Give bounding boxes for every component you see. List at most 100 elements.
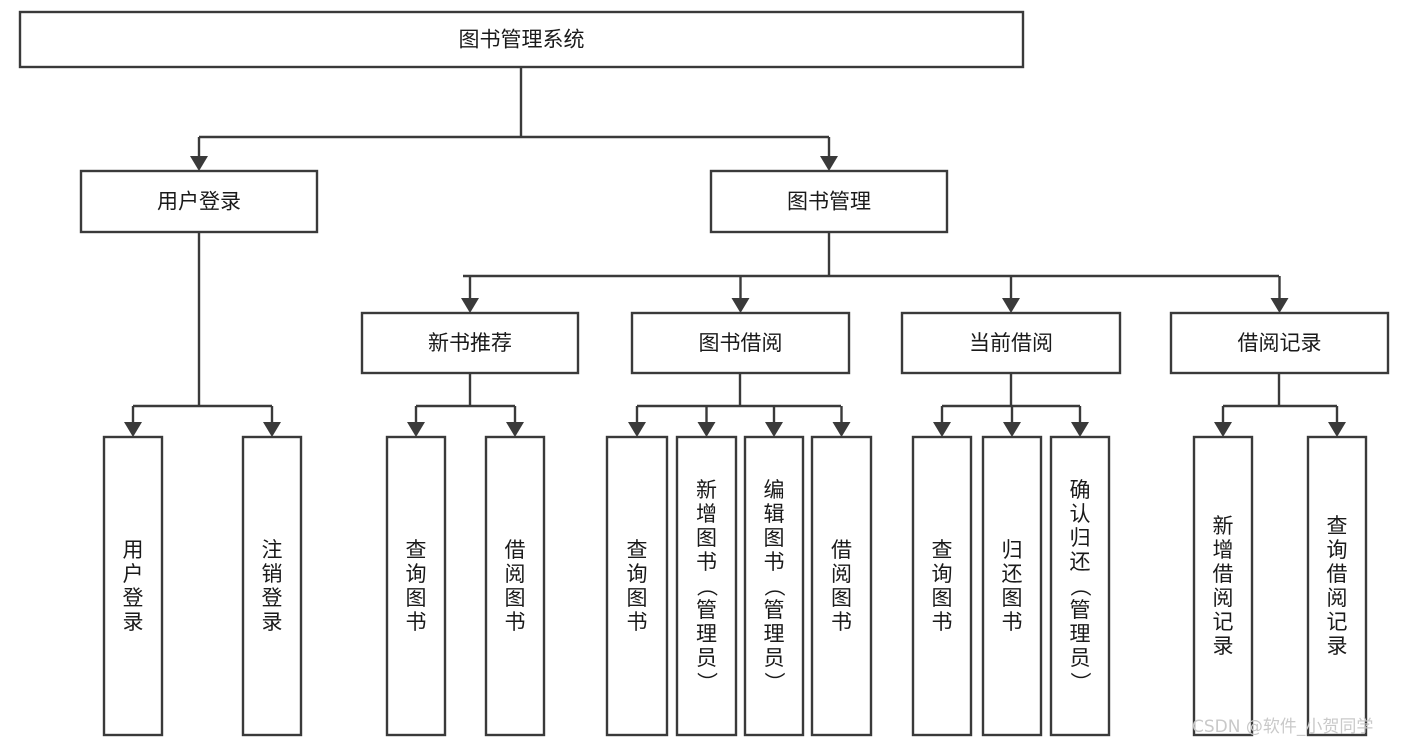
svg-text:）: ） bbox=[695, 672, 719, 693]
svg-text:记: 记 bbox=[1213, 610, 1234, 634]
svg-text:图: 图 bbox=[831, 586, 852, 610]
svg-text:用: 用 bbox=[123, 538, 144, 562]
svg-text:）: ） bbox=[1068, 672, 1092, 693]
svg-text:图: 图 bbox=[406, 586, 427, 610]
level2-node-0[interactable]: 用户登录 bbox=[79, 169, 319, 234]
node-box[interactable] bbox=[1169, 311, 1390, 375]
svg-text:询: 询 bbox=[627, 562, 648, 586]
node-label: 图书管理系统 bbox=[459, 28, 585, 52]
svg-text:书: 书 bbox=[764, 550, 785, 574]
level3-node-1[interactable]: 图书借阅 bbox=[630, 311, 851, 375]
svg-text:图: 图 bbox=[627, 586, 648, 610]
leaf-node-0[interactable]: 用户登录 bbox=[102, 435, 164, 737]
node-box[interactable] bbox=[1192, 435, 1254, 737]
arrow-head-icon bbox=[1214, 422, 1232, 437]
connector-layer bbox=[124, 67, 1346, 437]
node-box[interactable] bbox=[911, 435, 973, 737]
svg-text:员: 员 bbox=[1070, 646, 1091, 670]
arrow-head-icon bbox=[697, 422, 716, 437]
svg-text:查: 查 bbox=[932, 538, 953, 562]
svg-text:录: 录 bbox=[1327, 634, 1348, 658]
svg-text:（: （ bbox=[762, 576, 786, 597]
level2-node-1[interactable]: 图书管理 bbox=[709, 169, 949, 234]
node-box[interactable] bbox=[360, 311, 580, 375]
node-box[interactable] bbox=[484, 435, 546, 737]
level3-node-0[interactable]: 新书推荐 bbox=[360, 311, 580, 375]
svg-text:图: 图 bbox=[1002, 586, 1023, 610]
svg-text:录: 录 bbox=[1213, 634, 1234, 658]
node-box[interactable] bbox=[18, 10, 1025, 69]
node-box[interactable] bbox=[900, 311, 1122, 375]
svg-text:录: 录 bbox=[262, 610, 283, 634]
svg-text:书: 书 bbox=[505, 610, 526, 634]
node-label: 新书推荐 bbox=[428, 331, 512, 355]
node-label: 当前借阅 bbox=[969, 331, 1053, 355]
node-box[interactable] bbox=[385, 435, 447, 737]
node-box[interactable] bbox=[1306, 435, 1368, 737]
node-box[interactable] bbox=[102, 435, 164, 737]
arrow-head-icon bbox=[461, 298, 479, 313]
arrow-head-icon bbox=[124, 422, 142, 437]
svg-text:增: 增 bbox=[696, 502, 717, 526]
svg-text:阅: 阅 bbox=[1213, 586, 1234, 610]
node-box[interactable] bbox=[1049, 435, 1111, 737]
svg-text:书: 书 bbox=[932, 610, 953, 634]
node-box[interactable] bbox=[981, 435, 1043, 737]
level3-node-3[interactable]: 借阅记录 bbox=[1169, 311, 1390, 375]
root-node-book-management-system[interactable]: 图书管理系统 bbox=[18, 10, 1025, 69]
arrow-head-icon bbox=[190, 156, 208, 171]
node-label: 用户登录 bbox=[157, 190, 241, 214]
svg-text:增: 增 bbox=[1213, 538, 1234, 562]
node-box[interactable] bbox=[675, 435, 738, 737]
svg-text:管: 管 bbox=[1070, 598, 1091, 622]
node-box[interactable] bbox=[709, 169, 949, 234]
svg-text:图: 图 bbox=[932, 586, 953, 610]
arrow-head-icon bbox=[765, 422, 783, 437]
svg-text:借: 借 bbox=[831, 538, 852, 562]
svg-text:理: 理 bbox=[1070, 622, 1091, 646]
svg-text:书: 书 bbox=[831, 610, 852, 634]
csdn-watermark: CSDN @软件_小贺同学 bbox=[1192, 717, 1373, 737]
node-box[interactable] bbox=[79, 169, 319, 234]
svg-text:图: 图 bbox=[696, 526, 717, 550]
node-label: 图书借阅 bbox=[699, 331, 783, 355]
arrow-head-icon bbox=[933, 422, 951, 437]
svg-text:阅: 阅 bbox=[831, 562, 852, 586]
svg-text:查: 查 bbox=[1327, 514, 1348, 538]
node-box[interactable] bbox=[743, 435, 805, 737]
node-box[interactable] bbox=[630, 311, 851, 375]
svg-text:录: 录 bbox=[123, 610, 144, 634]
node-box[interactable] bbox=[241, 435, 303, 737]
svg-text:还: 还 bbox=[1070, 550, 1091, 574]
svg-text:记: 记 bbox=[1327, 610, 1348, 634]
svg-text:询: 询 bbox=[932, 562, 953, 586]
svg-text:员: 员 bbox=[696, 646, 717, 670]
svg-text:员: 员 bbox=[764, 646, 785, 670]
level3-node-2[interactable]: 当前借阅 bbox=[900, 311, 1122, 375]
arrow-head-icon bbox=[407, 422, 425, 437]
svg-text:注: 注 bbox=[262, 538, 283, 562]
node-box[interactable] bbox=[810, 435, 873, 737]
svg-text:管: 管 bbox=[696, 598, 717, 622]
node-box[interactable] bbox=[605, 435, 669, 737]
